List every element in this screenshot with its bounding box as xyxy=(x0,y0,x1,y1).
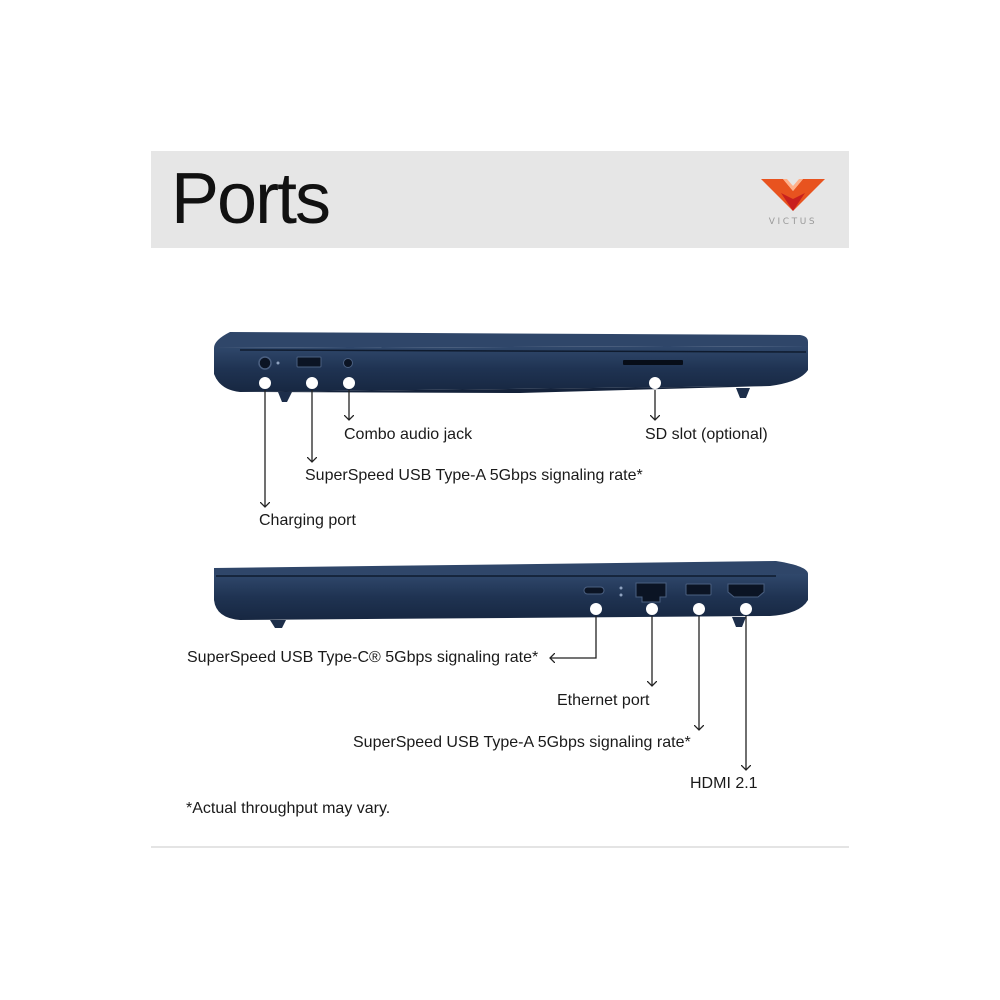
label-charging-port: Charging port xyxy=(259,512,356,529)
marker-usb-a-right xyxy=(693,603,705,615)
usb-a-port-right xyxy=(685,583,712,596)
label-usb-c: SuperSpeed USB Type-C® 5Gbps signaling r… xyxy=(187,649,539,666)
usb-a-port-left xyxy=(296,356,322,368)
right-rear-foot xyxy=(732,617,746,627)
marker-charging xyxy=(259,377,271,389)
ethernet-port xyxy=(635,582,667,603)
label-usb-a-right: SuperSpeed USB Type-A 5Gbps signaling ra… xyxy=(353,734,691,751)
marker-audio xyxy=(343,377,355,389)
header-band: Ports VICTUS xyxy=(151,151,849,248)
marker-usb-c xyxy=(590,603,602,615)
right-front-foot xyxy=(270,620,286,628)
charging-port xyxy=(258,356,272,370)
logo-text: VICTUS xyxy=(768,217,818,227)
footnote: *Actual throughput may vary. xyxy=(186,800,391,817)
laptop-left-side xyxy=(214,332,808,402)
laptop-right-side xyxy=(214,561,808,628)
page-title: Ports xyxy=(171,159,331,239)
marker-usb-a-left xyxy=(306,377,318,389)
label-combo-audio-jack: Combo audio jack xyxy=(344,426,473,443)
hdmi-port xyxy=(727,583,765,598)
victus-logo-icon xyxy=(761,179,825,211)
marker-ethernet xyxy=(646,603,658,615)
usb-c-port xyxy=(583,586,605,595)
label-ethernet-port: Ethernet port xyxy=(557,692,650,709)
left-rear-foot xyxy=(736,388,750,398)
label-sd-slot: SD slot (optional) xyxy=(645,426,768,443)
leader-usb-c xyxy=(550,616,597,658)
left-front-foot xyxy=(278,392,292,402)
label-hdmi: HDMI 2.1 xyxy=(690,775,758,792)
bottom-divider xyxy=(151,846,849,848)
marker-sd xyxy=(649,377,661,389)
label-usb-a-left: SuperSpeed USB Type-A 5Gbps signaling ra… xyxy=(305,467,643,484)
audio-jack xyxy=(343,358,353,368)
victus-logo: VICTUS xyxy=(761,177,825,229)
marker-hdmi xyxy=(740,603,752,615)
sd-slot xyxy=(623,360,683,365)
